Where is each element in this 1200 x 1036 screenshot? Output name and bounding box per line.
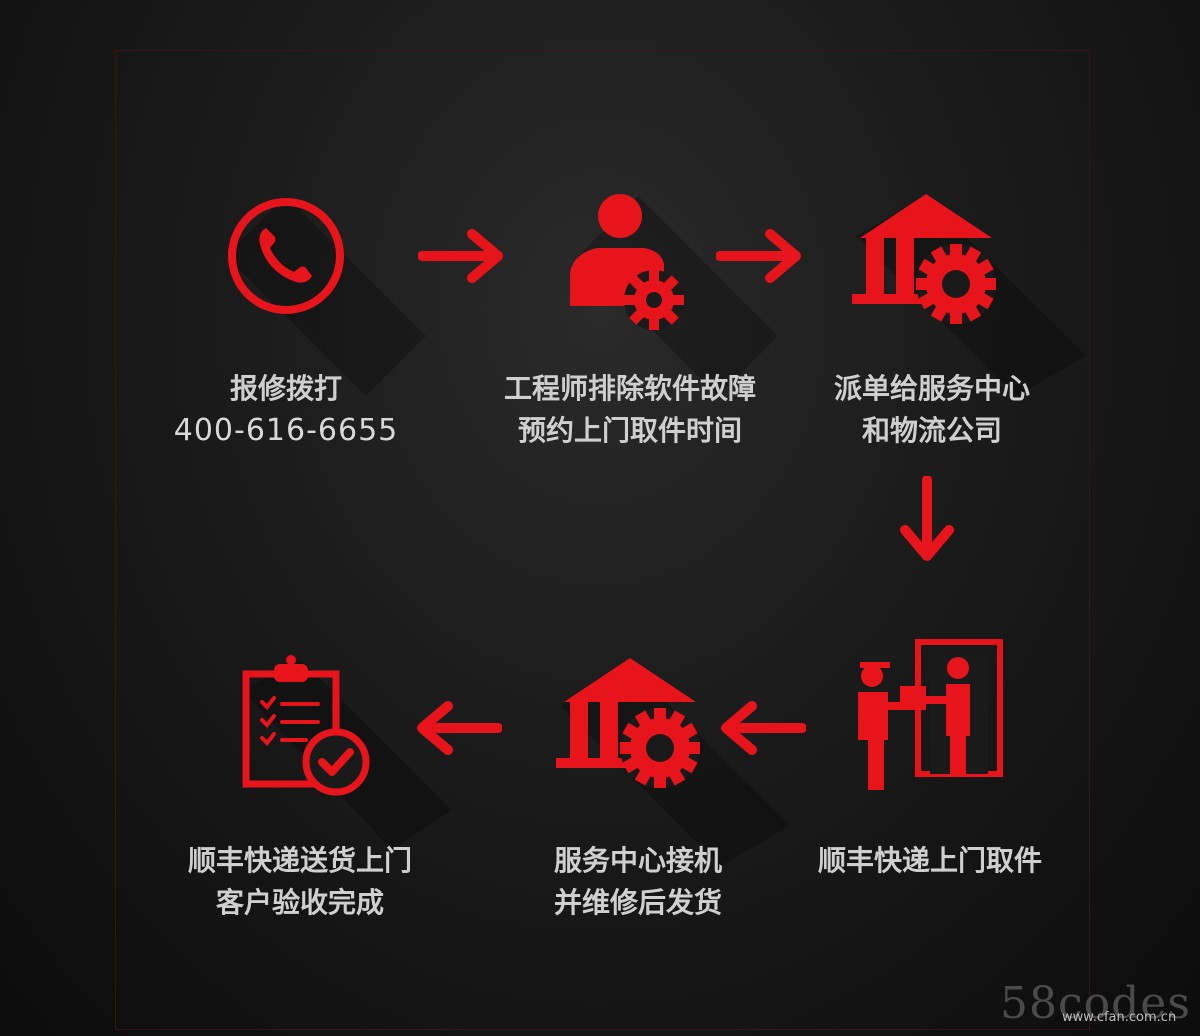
phone-number: 400-616-6655 — [173, 413, 399, 448]
step-3-label: 派单给服务中心 和物流公司 — [772, 368, 1092, 452]
step-5-line-2: 并维修后发货 — [553, 886, 722, 919]
step-2-line-1: 工程师排除软件故障 — [503, 372, 756, 405]
house-gear-icon — [846, 176, 1086, 396]
step-1-line-1: 报修拨打 — [229, 372, 342, 405]
arrow-left-1 — [716, 698, 806, 758]
step-5-line-1: 服务中心接机 — [553, 844, 722, 877]
watermark-logo: 58codes — [1000, 978, 1191, 1029]
step-3-line-1: 派单给服务中心 — [833, 372, 1030, 405]
step-2-label: 工程师排除软件故障 预约上门取件时间 — [470, 368, 790, 452]
house-gear-icon — [550, 646, 790, 866]
step-4-label: 顺丰快递上门取件 — [770, 840, 1090, 882]
step-2-line-2: 预约上门取件时间 — [517, 414, 742, 447]
step-6-label: 顺丰快递送货上门 客户验收完成 — [140, 840, 460, 924]
engineer-gear-icon — [548, 176, 778, 396]
arrow-down — [897, 476, 957, 566]
arrow-right-2 — [716, 226, 806, 286]
step-1-label: 报修拨打 400-616-6655 — [126, 368, 446, 452]
step-5-label: 服务中心接机 并维修后发货 — [478, 840, 798, 924]
step-6-line-1: 顺丰快递送货上门 — [187, 844, 412, 877]
watermark-site: www.cfan.com.cn — [1062, 1010, 1177, 1025]
checklist-check-icon — [222, 650, 452, 850]
arrow-right-1 — [418, 226, 508, 286]
courier-pickup-icon — [846, 636, 1006, 796]
phone-icon — [206, 176, 426, 396]
step-6-line-2: 客户验收完成 — [215, 886, 384, 919]
arrow-left-2 — [412, 698, 502, 758]
step-3-line-2: 和物流公司 — [861, 414, 1002, 447]
step-4-line-1: 顺丰快递上门取件 — [817, 844, 1042, 877]
